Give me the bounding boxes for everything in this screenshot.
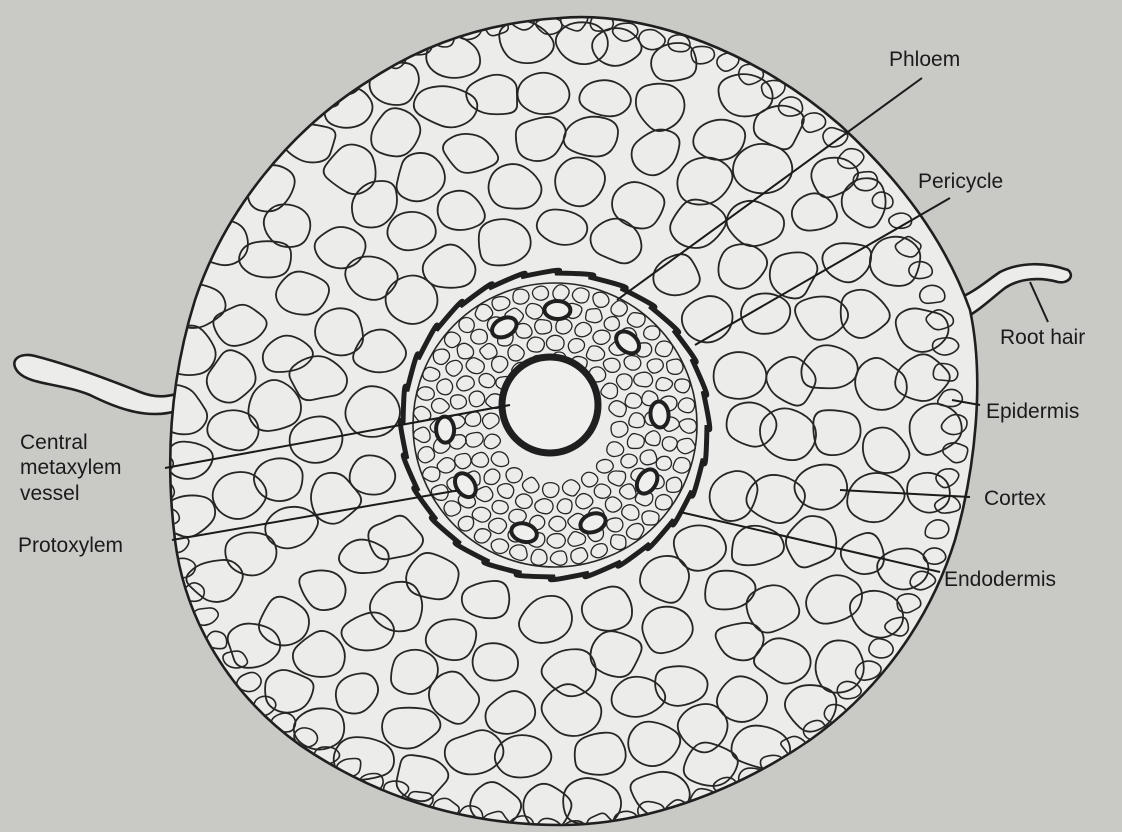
label-central-line3: vessel — [20, 482, 80, 505]
label-protoxylem: Protoxylem — [18, 534, 123, 557]
epidermis-cell — [238, 158, 263, 177]
epidermis-cell — [172, 272, 198, 292]
protoxylem-vessel — [649, 401, 669, 429]
protoxylem-vessel — [544, 301, 570, 320]
protoxylem-vessel — [436, 416, 455, 443]
central-metaxylem-vessel — [502, 357, 598, 453]
epidermis-cell — [148, 375, 176, 395]
stele — [400, 270, 710, 580]
root-hair-right — [955, 264, 1071, 318]
epidermis-cell — [290, 100, 316, 118]
epidermis-cell — [209, 203, 232, 221]
epidermis-cell — [221, 181, 245, 199]
label-phloem: Phloem — [889, 48, 960, 71]
leader-root-hair — [1030, 282, 1048, 322]
label-epidermis: Epidermis — [986, 400, 1079, 423]
epidermis-cell — [272, 117, 294, 136]
epidermis-cell — [153, 322, 175, 342]
label-cortex: Cortex — [984, 487, 1046, 510]
epidermis-cell — [165, 301, 189, 318]
epidermis-cell — [356, 56, 380, 75]
epidermis-cell — [142, 428, 168, 447]
label-endodermis: Endodermis — [944, 568, 1056, 591]
epidermis-cell — [182, 248, 208, 267]
epidermis-cell — [253, 137, 279, 156]
root-hair-left — [14, 355, 185, 414]
label-central-line2: metaxylem — [20, 456, 122, 479]
epidermis-cell — [154, 350, 179, 369]
label-central-line1: Central — [20, 431, 88, 454]
label-root-hair: Root hair — [1000, 326, 1085, 349]
label-pericycle: Pericycle — [918, 170, 1003, 193]
epidermis-cell — [195, 225, 221, 243]
